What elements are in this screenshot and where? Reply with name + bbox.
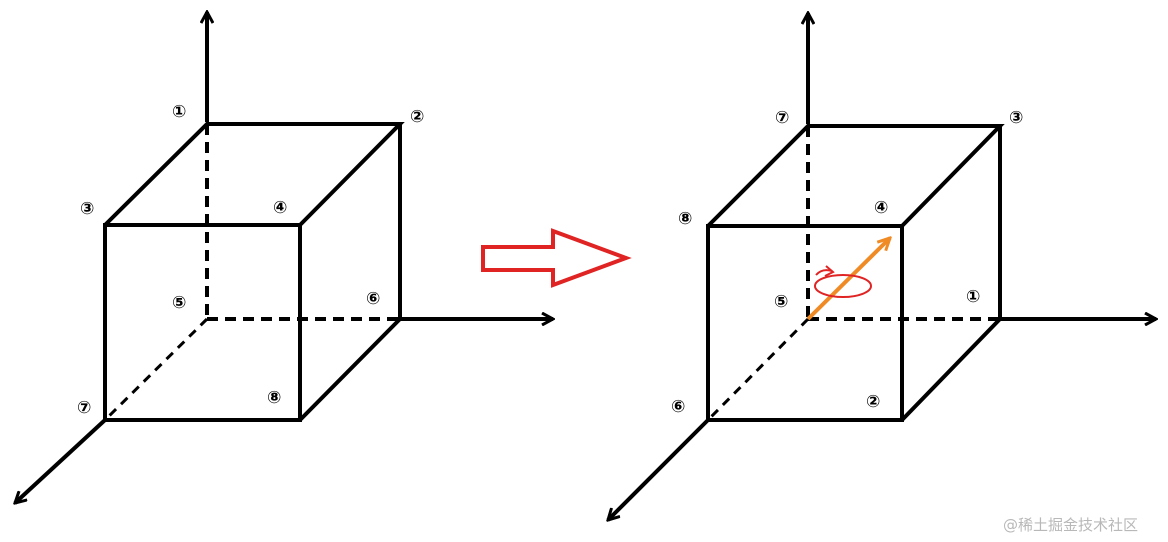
rotation-circle-icon (814, 265, 872, 298)
left-label-v6: ⑥ (366, 289, 380, 309)
left-label-v7: ⑦ (77, 398, 91, 418)
right-z-axis (608, 418, 710, 520)
right-label-v4: ④ (874, 198, 888, 218)
left-label-v5: ⑤ (172, 293, 186, 313)
watermark: @稀土掘金技术社区 (1003, 516, 1138, 534)
left-cube-front-face (103, 223, 302, 422)
right-cube-bottom-right-edge (900, 317, 1002, 422)
right-label-v6: ① (966, 287, 980, 307)
right-label-v3: ⑧ (678, 209, 692, 229)
left-label-v3: ③ (80, 199, 94, 219)
right-hidden-edge-diagonal (706, 317, 810, 422)
left-cube-top-face (103, 122, 405, 227)
right-label-v5: ⑤ (774, 292, 788, 312)
left-label-v2: ② (410, 107, 424, 127)
left-label-v1: ① (172, 102, 186, 122)
left-z-axis (15, 418, 107, 503)
right-cube-front-face (706, 224, 904, 422)
right-label-v8: ② (866, 392, 880, 412)
right-label-v7: ⑥ (671, 397, 685, 417)
right-label-v2: ③ (1009, 108, 1023, 128)
left-label-v4: ④ (273, 198, 287, 218)
right-cube-top-face (706, 124, 1005, 228)
left-cube: ① ② ③ ④ ⑤ ⑥ ⑦ ⑧ (15, 12, 553, 503)
left-hidden-edge-diagonal (103, 317, 209, 422)
rotation-axis-arrow (806, 238, 890, 321)
right-hollow-arrow-icon (481, 228, 632, 288)
right-cube: ⑦ ③ ⑧ ④ ⑤ ① ⑥ ② (608, 13, 1156, 520)
right-label-v1: ⑦ (775, 108, 789, 128)
left-label-v8: ⑧ (267, 388, 281, 408)
left-cube-bottom-right-edge (298, 317, 402, 422)
